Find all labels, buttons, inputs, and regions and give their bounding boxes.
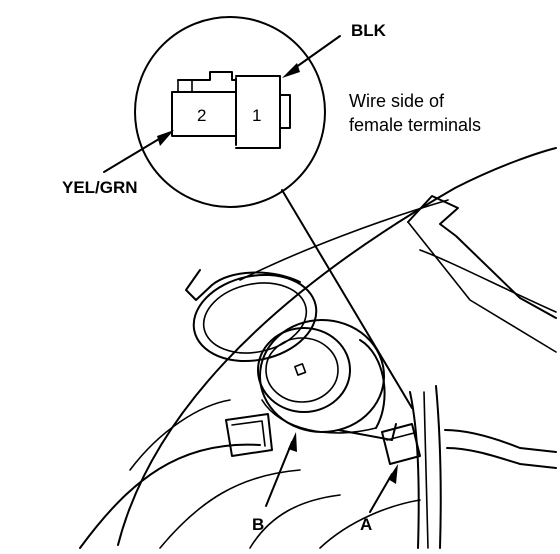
pin-2-label: 2: [197, 106, 206, 125]
pin-1-label: 1: [252, 106, 261, 125]
blk-arrow: [282, 35, 341, 78]
harness-connector: [381, 385, 557, 549]
callout-b-arrow: [265, 432, 297, 507]
callout-a-arrow: [369, 464, 398, 513]
connector-face: [171, 71, 291, 149]
magnifier-leader-line: [281, 189, 413, 409]
dashboard-outline: [79, 147, 557, 549]
blk-wire-label: BLK: [351, 21, 387, 40]
yel-grn-wire-label: YEL/GRN: [62, 178, 138, 197]
magnifier-circle: [134, 16, 326, 208]
note-line-1: Wire side of: [349, 91, 445, 111]
callout-a-label: A: [360, 515, 372, 534]
note-line-2: female terminals: [349, 115, 481, 135]
yel-grn-arrow: [103, 130, 174, 173]
accessory-socket: [185, 269, 397, 441]
callout-b-label: B: [252, 515, 264, 534]
